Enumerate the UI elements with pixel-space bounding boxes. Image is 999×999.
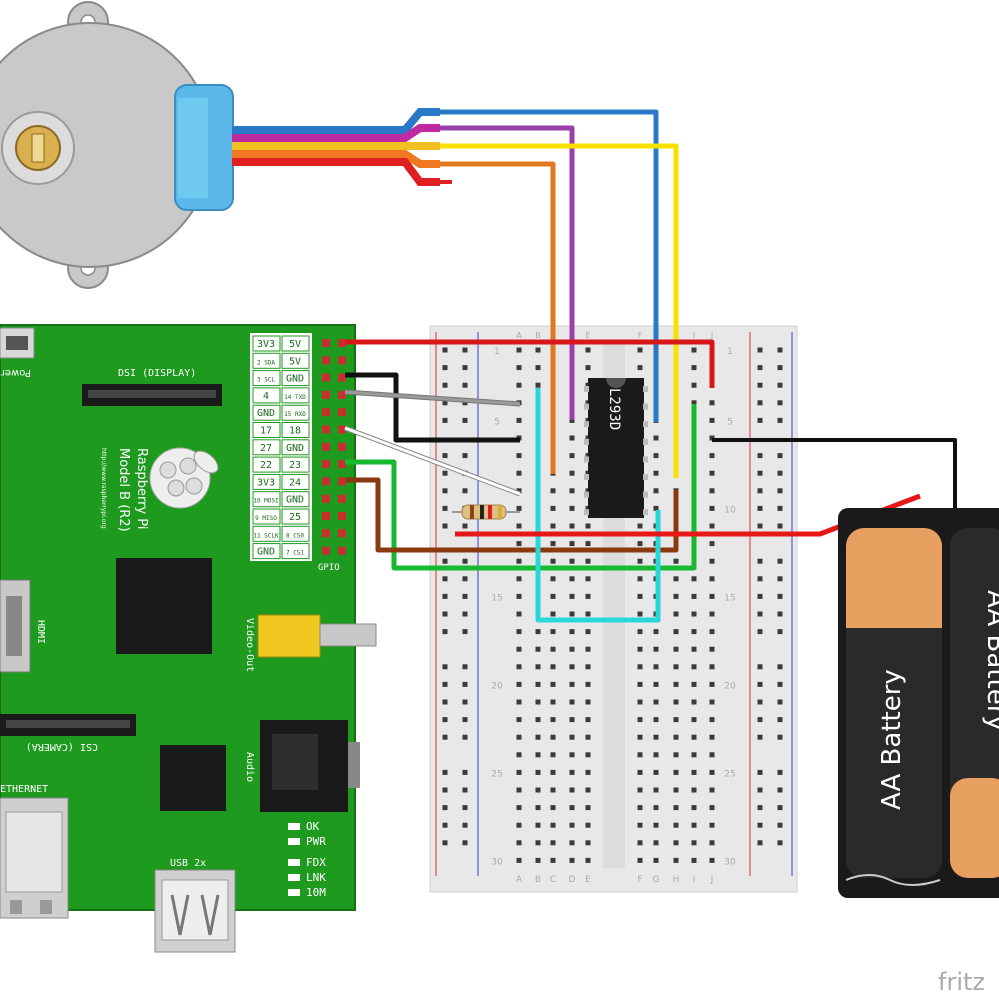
raspberry-logo — [149, 447, 219, 509]
column-label: B — [535, 875, 541, 885]
row-number: 20 — [491, 681, 503, 691]
gpio-label: GPIO — [318, 563, 340, 573]
gpio-pin-label: 3 SCL — [257, 377, 275, 384]
column-label: G — [653, 875, 660, 885]
gpio-pin-label: 5V — [289, 356, 301, 367]
led-indicator — [288, 874, 300, 881]
column-label: J — [710, 875, 714, 885]
stepper-motor — [0, 1, 234, 289]
pi-name-line2: Model B (R2) — [116, 448, 131, 532]
audio-label: Audio — [244, 752, 255, 782]
usb-label: USB 2x — [170, 858, 206, 869]
row-number: 30 — [491, 857, 503, 867]
l293d-chip: L293D — [584, 378, 648, 518]
led-label: 10M — [306, 886, 326, 899]
battery-pack: AA Battery AA Battery — [838, 508, 999, 898]
row-number: 20 — [724, 681, 736, 691]
gpio-pin-label: 8 CS0 — [286, 532, 304, 539]
gpio-pin-label: 24 — [289, 477, 301, 488]
gpio-pin-label: GND — [286, 495, 304, 506]
led-label: LNK — [306, 871, 326, 884]
column-label: H — [673, 875, 680, 885]
led-indicator — [288, 859, 300, 866]
gpio-pin-label: 17 — [260, 426, 272, 437]
row-number: 5 — [494, 417, 500, 427]
column-label: E — [585, 875, 591, 885]
gpio-pin-label: GND — [286, 374, 304, 385]
gpio-pin-label: 15 RXD — [284, 411, 306, 418]
gpio-pin-label: GND — [257, 547, 275, 558]
status-leds: OK PWR FDX LNK 10M — [288, 820, 326, 899]
row-number: 1 — [727, 347, 733, 357]
gpio-pin-label: 10 MOSI — [253, 498, 279, 505]
column-label: E — [585, 331, 590, 340]
csi-label: CSI (CAMERA) — [26, 741, 98, 752]
row-number: 5 — [727, 417, 733, 427]
gpio-pin-label: 22 — [260, 460, 272, 471]
dsi-label: DSI (DISPLAY) — [118, 368, 196, 379]
gpio-pin-label: 25 — [289, 512, 301, 523]
raspberry-pi-board: Power DSI (DISPLAY) Raspberry Pi Model B… — [0, 324, 377, 953]
row-number: 25 — [724, 769, 735, 779]
column-label: F — [638, 331, 643, 340]
motor-leads — [232, 108, 440, 186]
led-indicator — [288, 889, 300, 896]
soc-chip — [116, 558, 212, 654]
column-label: A — [516, 331, 522, 340]
column-label: J — [710, 331, 713, 340]
row-number: 10 — [724, 505, 736, 515]
pi-name-line1: Raspberry Pi — [134, 448, 149, 529]
column-label: F — [637, 875, 642, 885]
gpio-pin-label: 3V3 — [257, 339, 275, 350]
gpio-pin-label: 3V3 — [257, 477, 275, 488]
gpio-header — [322, 339, 346, 555]
gpio-pin-label: 18 — [289, 426, 301, 437]
gpio-pin-label: 9 MISO — [255, 515, 277, 522]
gpio-pin-label: 23 — [289, 460, 301, 471]
gpio-pin-label: 7 CS1 — [286, 550, 304, 557]
column-label: I — [693, 875, 696, 885]
led-indicator — [288, 838, 300, 845]
column-label: A — [516, 875, 523, 885]
fritzing-watermark: fritz — [938, 968, 985, 996]
battery-label-1: AA Battery — [877, 669, 907, 810]
led-label: OK — [306, 820, 320, 833]
led-label: PWR — [306, 835, 326, 848]
gpio-pin-label: GND — [286, 443, 304, 454]
battery-label-2: AA Battery — [981, 590, 999, 731]
gpio-pin-label: GND — [257, 408, 275, 419]
row-number: 30 — [724, 857, 736, 867]
row-number: 15 — [491, 593, 502, 603]
column-label: C — [550, 875, 556, 885]
gpio-pin-label: 2 SDA — [257, 359, 275, 366]
row-number: 15 — [724, 593, 735, 603]
gpio-pin-label: 27 — [260, 443, 272, 454]
pi-url: http://www.raspberrypi.org — [100, 448, 107, 529]
row-number: 1 — [494, 347, 500, 357]
row-number: 25 — [491, 769, 502, 779]
lan-chip — [160, 745, 226, 811]
ethernet-label: ETHERNET — [0, 784, 48, 795]
power-label: Power — [0, 367, 31, 378]
chip-label: L293D — [606, 388, 622, 430]
gpio-pin-label: 14 TXD — [284, 394, 306, 401]
gpio-pin-label: 5V — [289, 339, 301, 350]
gpio-pin-label: 4 — [263, 391, 269, 402]
hdmi-label: HDMI — [35, 620, 46, 644]
column-label: D — [569, 875, 576, 885]
led-indicator — [288, 823, 300, 830]
column-label: I — [693, 331, 695, 340]
column-label: B — [535, 331, 541, 340]
resistor — [452, 504, 520, 520]
video-out-label: Video-Out — [244, 618, 255, 672]
led-label: FDX — [306, 856, 326, 869]
gpio-pin-label: 11 SCLK — [253, 532, 279, 539]
